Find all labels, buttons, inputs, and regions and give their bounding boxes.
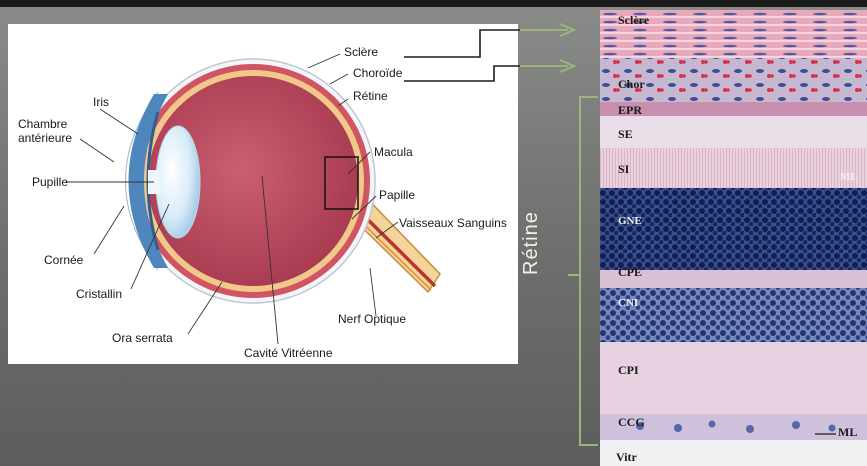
histology-image: Sclère Chor EPR SE SI ML GNE CPE CNI CPI…: [600, 10, 867, 466]
label-nerf-optique: Nerf Optique: [338, 312, 406, 326]
histo-label-vitr: Vitr: [616, 450, 638, 464]
histo-label-ml-top: ML: [840, 171, 858, 183]
label-macula: Macula: [374, 145, 413, 159]
histo-label-cpi: CPI: [618, 363, 639, 377]
label-pupille: Pupille: [32, 175, 68, 189]
histo-label-epr: EPR: [618, 103, 642, 117]
label-cavite-vitreenne: Cavité Vitréenne: [244, 346, 333, 360]
layer-inner-segments: [600, 148, 867, 188]
crystalline-lens: [156, 126, 200, 238]
eye-diagram-panel: Sclère Choroïde Rétine Macula Papille Va…: [8, 24, 518, 364]
histo-label-gne: GNE: [618, 215, 642, 227]
label-sclere: Sclère: [344, 45, 378, 59]
label-papille: Papille: [379, 188, 415, 202]
retina-histology: Sclère Chor EPR SE SI ML GNE CPE CNI CPI…: [600, 10, 867, 466]
histo-label-ccg: CCG: [618, 415, 645, 429]
histo-label-sclere: Sclère: [618, 13, 650, 27]
top-bar: [0, 0, 867, 7]
layer-inl: [600, 288, 867, 342]
histo-label-cni: CNI: [618, 297, 638, 309]
label-ora-serrata: Ora serrata: [112, 331, 173, 345]
label-choroide: Choroïde: [353, 66, 403, 80]
label-vaisseaux: Vaisseaux Sanguins: [399, 216, 507, 230]
layer-outer-segments: [600, 116, 867, 148]
histo-label-chor: Chor: [618, 77, 645, 91]
label-cornee: Cornée: [44, 253, 84, 267]
histo-label-ml-bottom: ML: [838, 425, 857, 439]
histo-label-si: SI: [618, 162, 630, 176]
histo-label-se: SE: [618, 127, 633, 141]
label-cristallin: Cristallin: [76, 287, 122, 301]
label-chambre-line1: Chambre: [18, 117, 68, 131]
layer-vitreous: [600, 440, 867, 466]
label-iris: Iris: [93, 95, 109, 109]
histo-label-cpe: CPE: [618, 265, 642, 279]
layer-onl: [600, 188, 867, 270]
label-retine: Rétine: [353, 89, 388, 103]
layer-ipl: [600, 342, 867, 414]
eye-diagram: Sclère Choroïde Rétine Macula Papille Va…: [8, 24, 518, 364]
retina-bracket-label: Rétine: [520, 211, 543, 275]
label-chambre-line2: antérieure: [18, 131, 72, 145]
